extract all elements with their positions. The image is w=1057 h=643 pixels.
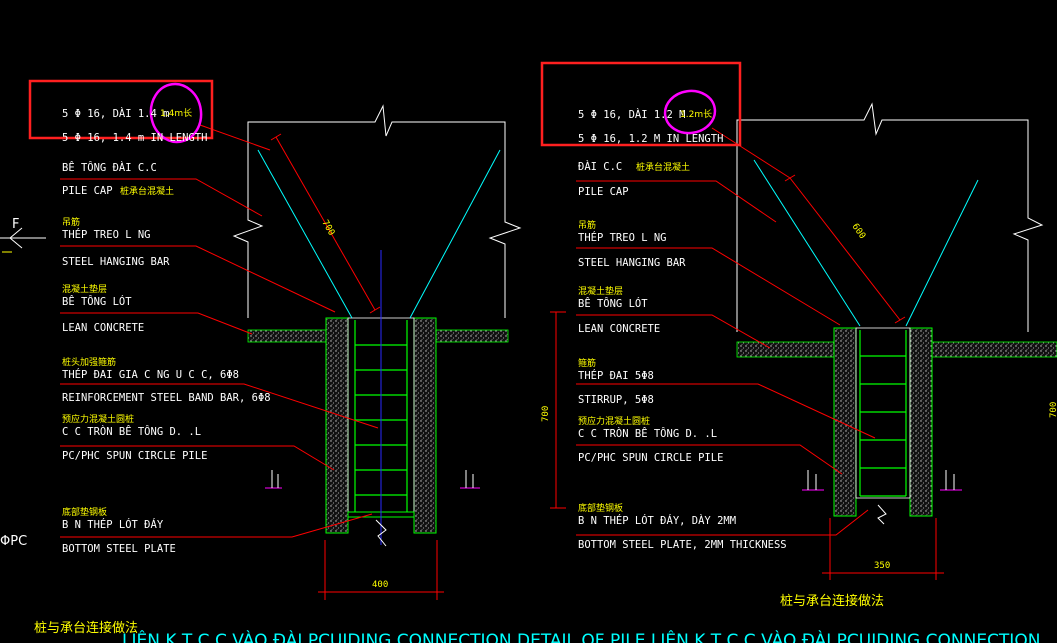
label-text: REINFORCEMENT STEEL BAND BAR, 6Φ8 (62, 392, 271, 404)
length-note: 1.2m长 (680, 108, 712, 120)
diag-dimension (711, 127, 906, 324)
label-text: ĐÀI C.C (578, 160, 622, 173)
label-text: BOTTOM STEEL PLATE (62, 543, 176, 555)
label-chinese: 吊筋 (62, 216, 80, 228)
pile-wall-right (413, 317, 437, 534)
width-dimension-value: 350 (874, 561, 890, 571)
label-chinese: 底部垫钢板 (62, 506, 107, 518)
diag-dimension (199, 124, 381, 314)
right-caption: 桩与承台连接做法 (780, 593, 884, 609)
pile-wall-left (833, 327, 857, 517)
label-text: THÉP TREO L NG (578, 231, 667, 244)
lean-concrete-layer (247, 329, 327, 343)
label-text: STEEL HANGING BAR (62, 256, 170, 268)
label-chinese: 桩承台混凝土 (120, 185, 174, 197)
label-text: STEEL HANGING BAR (578, 257, 686, 269)
length-note: 1.4m长 (160, 107, 192, 119)
section-mark (802, 470, 962, 491)
label-text: C C TRÒN BÊ TÔNG D. .L (578, 427, 717, 440)
label-chinese: 预应力混凝土圆桩 (578, 415, 650, 427)
leader-lines (576, 180, 876, 536)
label-text: PC/PHC SPUN CIRCLE PILE (62, 450, 207, 462)
label-text: 5 Φ 16, 1.2 M IN LENGTH (578, 133, 723, 145)
width-dimension (318, 540, 444, 600)
section-mark (265, 470, 480, 489)
footer-text: LIÊN K T C C VÀO ĐÀI PCUIDING CONNECTION… (122, 629, 1040, 643)
label-chinese: 预应力混凝土圆桩 (62, 413, 134, 425)
left-detail-drawing: 700 400 5 Φ 16, DÀI 1. (28, 79, 522, 600)
label-chinese: 混凝土垫层 (62, 283, 107, 295)
label-text: PC/PHC SPUN CIRCLE PILE (578, 452, 723, 464)
label-stack-right: 5 Φ 16, DÀI 1.2 M1.2m长 5 Φ 16, 1.2 M IN L… (578, 108, 787, 551)
label-text: BÊ TÔNG LÓT (62, 295, 132, 308)
label-stack-left: 5 Φ 16, DÀI 1.4 m1.4m长 5 Φ 16, 1.4 m IN L… (62, 107, 271, 555)
right-detail-drawing: 600 700 700 350 (540, 61, 1057, 609)
label-chinese: 桩头加强箍筋 (62, 356, 116, 368)
pile-cap-outline (736, 102, 1044, 332)
label-text: B N THÉP LÓT ĐÁY (62, 518, 164, 531)
label-chinese: 桩承台混凝土 (636, 161, 690, 173)
label-text: BOTTOM STEEL PLATE, 2MM THICKNESS (578, 539, 787, 551)
edge-dimension-value: 700 (1049, 402, 1057, 418)
label-text: PILE CAP (62, 185, 113, 197)
label-text: THÉP TREO L NG (62, 228, 151, 241)
footer-chinese: 桩与承台连接做法 (34, 620, 138, 636)
height-dimension (550, 311, 566, 509)
label-text: 5 Φ 16, DÀI 1.4 m (62, 107, 169, 120)
label-chinese: 底部垫钢板 (578, 502, 623, 514)
pile-core (855, 327, 911, 499)
left-edge-fragment: F ΦPC (0, 217, 46, 549)
label-text: C C TRÒN BÊ TÔNG D. .L (62, 425, 201, 438)
leader-lines (60, 178, 379, 538)
section-arrow-label: F (12, 217, 19, 232)
circle-mark (663, 89, 717, 135)
label-text: PILE CAP (578, 186, 629, 198)
diag-dimension-value: 600 (850, 222, 868, 241)
width-dimension (822, 518, 944, 580)
pile-cap-outline (232, 104, 522, 318)
highlight-box (540, 61, 742, 147)
lean-concrete-layer (736, 341, 835, 358)
lean-concrete-layer (930, 341, 1057, 358)
label-text: BÊ TÔNG ĐÀI C.C (62, 161, 157, 174)
label-chinese: 箍筋 (578, 357, 596, 369)
height-dimension-value: 700 (541, 406, 551, 422)
diag-dimension-value: 700 (319, 219, 336, 238)
label-text: 5 Φ 16, DÀI 1.2 M (578, 108, 685, 121)
label-text: 5 Φ 16, 1.4 m IN LENGTH (62, 132, 207, 144)
highlight-box (28, 79, 214, 140)
label-text: B N THÉP LÓT ĐÁY, DÀY 2MM (578, 514, 736, 527)
circle-mark (149, 82, 203, 144)
label-text: BÊ TÔNG LÓT (578, 297, 648, 310)
label-chinese: 混凝土垫层 (578, 285, 623, 297)
hanging-rebar (257, 149, 501, 319)
pile-wall-left (325, 317, 349, 534)
label-chinese: 吊筋 (578, 219, 596, 231)
label-text: LEAN CONCRETE (578, 323, 660, 335)
label-text: STIRRUP, 5Φ8 (578, 394, 654, 406)
stirrup-bars (859, 330, 907, 497)
pile-wall-right (909, 327, 933, 517)
pile-type-label: ΦPC (0, 534, 27, 549)
label-text: LEAN CONCRETE (62, 322, 144, 334)
hanging-rebar (753, 159, 979, 327)
label-text: THÉP ĐAI 5Φ8 (578, 369, 654, 382)
width-dimension-value: 400 (372, 580, 388, 590)
label-text: THÉP ĐAI GIA C NG U C C, 6Φ8 (62, 368, 239, 381)
lean-concrete-layer (435, 329, 509, 343)
